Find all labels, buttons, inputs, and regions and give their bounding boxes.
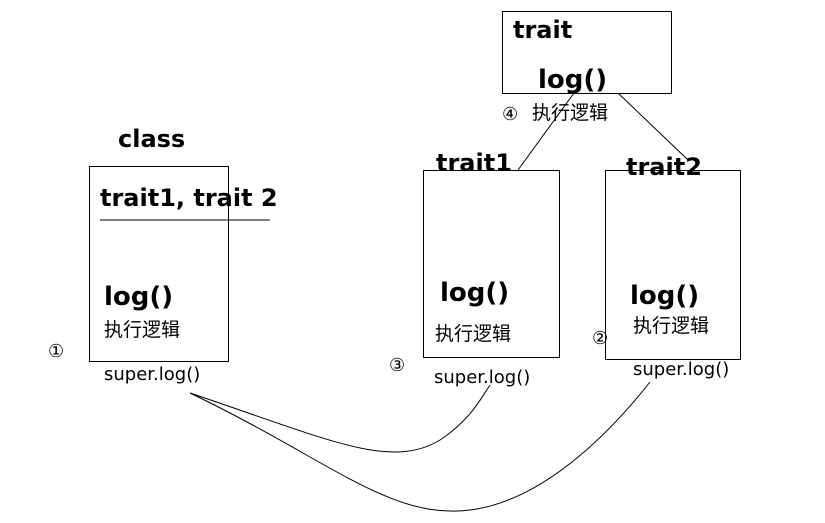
class-super-call: super.log() <box>104 364 201 385</box>
trait2-to-trait-edge <box>617 92 689 161</box>
trait1-box <box>423 170 560 358</box>
trait-method: log() <box>538 65 608 95</box>
step-2-marker: ② <box>592 328 609 349</box>
trait1-method: log() <box>440 278 510 308</box>
trait-box <box>502 11 672 94</box>
trait2-title: trait2 <box>626 153 702 181</box>
class-method: log() <box>104 282 174 312</box>
trait2-box <box>605 170 741 360</box>
call-curve-to-trait1 <box>189 384 491 453</box>
trait2-method: log() <box>630 281 700 311</box>
step-3-marker: ③ <box>389 355 406 376</box>
trait1-logic: 执行逻辑 <box>435 323 512 345</box>
class-logic: 执行逻辑 <box>104 319 181 341</box>
trait1-super-call: super.log() <box>434 367 531 388</box>
class-box <box>89 166 229 362</box>
step-1-marker: ① <box>48 341 65 362</box>
trait2-super-call: super.log() <box>633 359 730 380</box>
trait-title: trait <box>513 16 573 44</box>
class-title: class <box>118 125 186 153</box>
trait2-logic: 执行逻辑 <box>633 315 710 337</box>
trait-logic: 执行逻辑 <box>532 102 609 124</box>
step-4-marker: ④ <box>502 104 519 125</box>
trait1-to-trait-edge <box>517 92 575 171</box>
trait1-title: trait1 <box>436 149 512 177</box>
class-mixins: trait1, trait 2 <box>100 184 278 212</box>
call-curve-to-trait2 <box>189 381 651 512</box>
